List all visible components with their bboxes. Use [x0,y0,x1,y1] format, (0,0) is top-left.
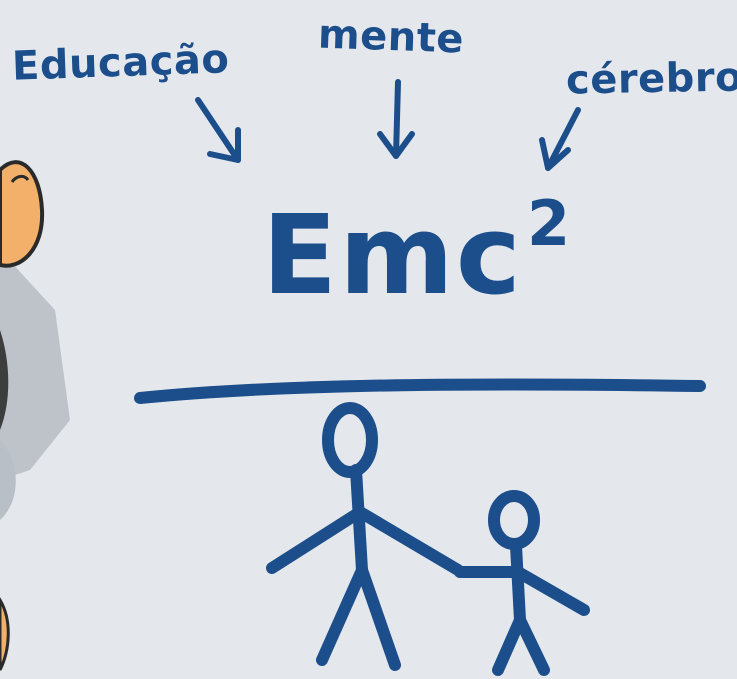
character-figure [0,160,70,671]
arrows [195,79,581,171]
stick-figures-icon [266,402,590,676]
equation: Emc2 [262,193,572,311]
fraction-bar [134,378,706,404]
arrow-education-icon [195,97,241,163]
label-education: Educação [11,36,231,90]
label-brain: cérebro [565,54,737,104]
equation-base: Emc [262,191,523,319]
equation-exponent: 2 [526,187,573,260]
arrow-mind-icon [393,79,401,159]
hand-icon [0,160,45,268]
arrow-brain-icon [545,107,581,171]
label-mind: mente [317,11,465,63]
